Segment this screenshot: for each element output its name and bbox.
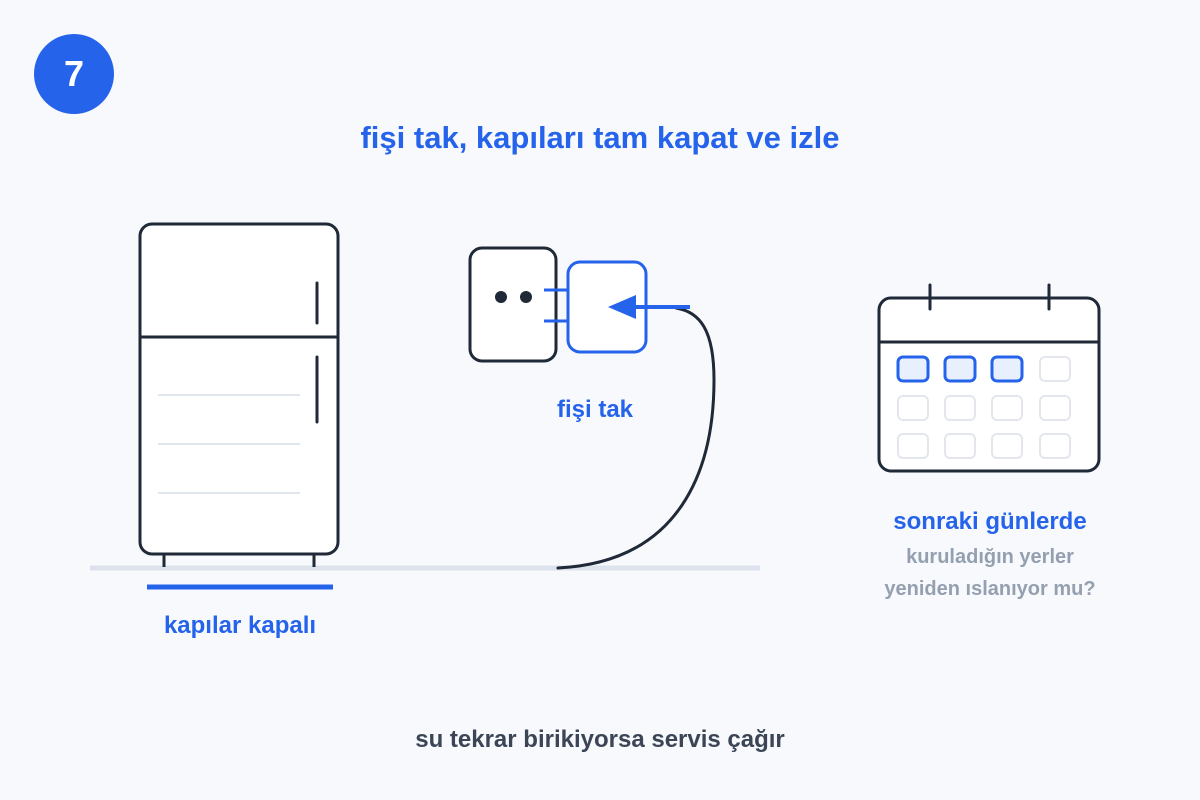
fridge-label: kapılar kapalı	[163, 612, 317, 639]
page-title: fişi tak, kapıları tam kapat ve izle	[360, 120, 840, 155]
step-number: 7	[63, 53, 85, 94]
plug-label: fişi tak	[556, 396, 634, 423]
fridge-icon	[138, 222, 340, 567]
insert-arrow-icon	[608, 295, 690, 319]
wall-outlet-icon	[468, 246, 558, 363]
power-cable	[556, 306, 716, 570]
step-number-badge: 7	[34, 34, 114, 114]
calendar-question-line1: kuruladığın yerler	[906, 546, 1074, 568]
calendar-question-line2: yeniden ıslanıyor mu?	[884, 578, 1096, 600]
calendar-icon	[877, 283, 1101, 473]
calendar-heading: sonraki günlerde	[893, 508, 1087, 535]
footer-note: su tekrar birikiyorsa servis çağır	[415, 726, 785, 753]
